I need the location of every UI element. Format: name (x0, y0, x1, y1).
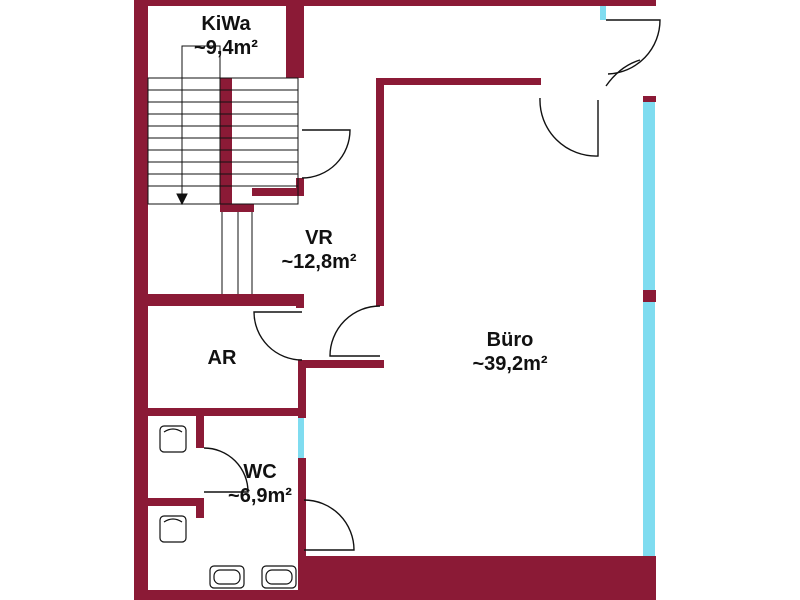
wall-top-right (600, 0, 656, 6)
wall-ar-wc (134, 408, 304, 416)
wall-ar-buero (298, 360, 384, 368)
window-top-small (600, 6, 606, 20)
wall-ar-right (298, 360, 306, 418)
sink-1-icon (209, 565, 245, 589)
wall-wc-cabin-divider (134, 498, 204, 506)
door-buero-top (539, 97, 599, 157)
room-area-buero: ~39,2m² (472, 353, 548, 375)
room-area-kiwa: ~9,4m² (194, 37, 258, 59)
buero-interior (384, 85, 643, 556)
toilet-1-icon (159, 425, 187, 453)
wall-vr-upper-left (252, 188, 300, 196)
room-area-wc: ~6,9m² (228, 485, 292, 507)
wall-stair-spine (220, 78, 232, 208)
wall-outer-top (134, 0, 656, 6)
room-name-wc: WC (243, 461, 277, 483)
wall-wc-cabin-1-right (196, 408, 204, 448)
wall-stair-bottom (220, 204, 254, 212)
room-label-kiwa: KiWa ~9,4m² (176, 12, 276, 60)
stair-direction-arrow (181, 45, 221, 204)
stair-outline (147, 77, 299, 205)
door-stair (301, 129, 351, 179)
doors (203, 19, 661, 551)
room-label-vr: VR ~12,8m² (264, 226, 374, 274)
door-wc-1 (203, 447, 249, 493)
toilet-2-icon (159, 515, 187, 543)
door-top-right-upper (606, 19, 661, 75)
wall-wc-cabin-2-right (196, 498, 204, 518)
window-right-lower (643, 302, 655, 560)
wall-vr-buero-top (376, 78, 532, 85)
wall-buero-bottom-notch (574, 556, 656, 576)
door-wc-main (303, 499, 355, 551)
room-label-wc: WC ~6,9m² (210, 460, 310, 508)
wall-vr-ar-stub (296, 294, 304, 308)
wall-wc-right (298, 458, 306, 600)
window-right-upper (643, 96, 655, 290)
room-label-ar: AR (192, 346, 252, 370)
room-name-buero: Büro (486, 329, 534, 351)
wall-outer-bottom (134, 590, 304, 600)
room-name-kiwa: KiWa (201, 13, 251, 35)
wall-vr-upper-right-stub (296, 178, 304, 196)
door-ar (253, 311, 303, 361)
wall-stair-left (134, 78, 148, 208)
staircase (147, 45, 299, 294)
wall-cutouts (384, 85, 643, 556)
fixtures (159, 425, 297, 589)
door-top-right-lower (605, 59, 641, 87)
room-name-ar: AR (207, 347, 237, 369)
wall-kiwa-right (286, 0, 304, 78)
room-name-vr: VR (305, 227, 333, 249)
wall-vr-buero-upper (376, 78, 384, 306)
sink-2-icon (261, 565, 297, 589)
room-area-vr: ~12,8m² (281, 251, 357, 273)
walls (134, 0, 656, 600)
door-vr-buero (329, 305, 381, 357)
wall-vr-ar (134, 294, 304, 306)
window-wc-side (298, 418, 304, 458)
room-label-buero: Büro ~39,2m² (450, 328, 570, 376)
